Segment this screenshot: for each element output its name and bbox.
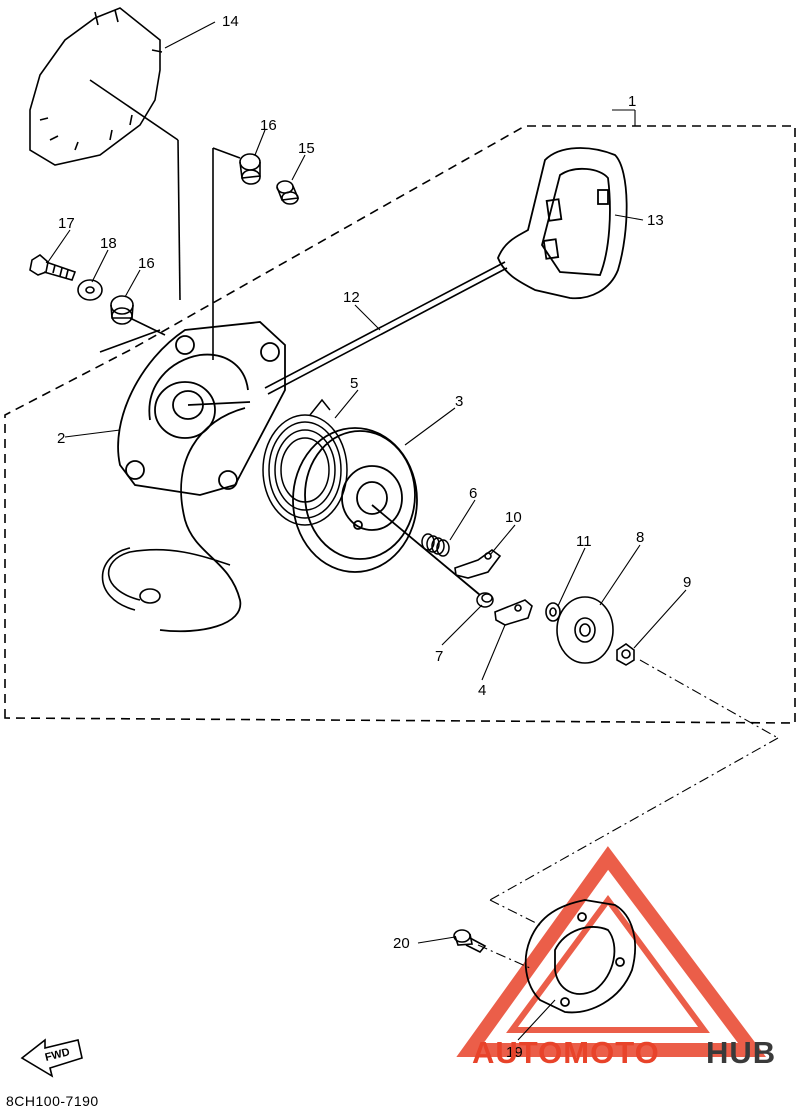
watermark-text-part1: AUTOMOTO: [472, 1035, 660, 1070]
callout-14: 14: [222, 13, 239, 30]
nut-part-9: [616, 643, 635, 666]
rope-coil: [101, 547, 231, 611]
fwd-label: FWD: [44, 1046, 71, 1064]
screw-part-20: [453, 929, 487, 953]
watermark-text: AUTOMOTO HUB: [472, 1035, 776, 1070]
callout-18: 18: [100, 235, 117, 252]
handle-part-13: [497, 147, 628, 300]
callout-5: 5: [350, 375, 358, 392]
callout-labels: 1 2 3 4 5 6 7 8 9 10 11 12 13 14 15 16 1…: [57, 13, 691, 1061]
pawl-part-10: [454, 549, 502, 579]
callout-16-top: 16: [260, 117, 277, 134]
callout-12: 12: [343, 289, 360, 306]
callout-17: 17: [58, 215, 75, 232]
fwd-arrow-icon: FWD: [20, 1038, 83, 1078]
sheave-drum-part-3: [292, 427, 481, 596]
callout-4: 4: [478, 682, 486, 699]
callout-13: 13: [647, 212, 664, 229]
callout-11: 11: [576, 533, 592, 550]
drive-plate-part-19: [524, 899, 636, 1014]
collar-part-15: [276, 180, 300, 205]
grommet-part-16-left: [99, 295, 166, 353]
callout-20: 20: [393, 935, 410, 952]
spring-part-5: [262, 398, 348, 526]
callout-16-left: 16: [138, 255, 155, 272]
callout-3: 3: [455, 393, 463, 410]
plate-part-8: [556, 596, 614, 664]
diagram-code: 8CH100-7190: [6, 1093, 99, 1109]
link-lines: [477, 659, 779, 969]
callout-8: 8: [636, 529, 644, 546]
assembly-boundary: [4, 125, 796, 724]
callout-6: 6: [469, 485, 477, 502]
washer-part-11: [545, 602, 561, 622]
washer-part-18: [77, 279, 103, 301]
grommet-part-16-top: [212, 147, 261, 360]
plate-part-14: [29, 7, 181, 301]
pawl-part-4: [494, 599, 533, 626]
watermark-logo: [456, 846, 766, 1057]
spring-part-6: [421, 533, 450, 557]
callout-9: 9: [683, 574, 691, 591]
callout-10: 10: [505, 509, 522, 526]
callout-1: 1: [628, 93, 636, 110]
bolt-part-17: [29, 254, 77, 281]
rope-part-12: [264, 261, 508, 395]
callout-19: 19: [506, 1044, 523, 1061]
callout-7: 7: [435, 648, 443, 665]
callout-2: 2: [57, 430, 65, 447]
watermark-text-part2: HUB: [706, 1035, 776, 1070]
callout-15: 15: [298, 140, 315, 157]
leader-lines: [47, 21, 687, 1041]
spring-part-7: [476, 592, 494, 608]
starter-case-part-2: [117, 321, 286, 633]
